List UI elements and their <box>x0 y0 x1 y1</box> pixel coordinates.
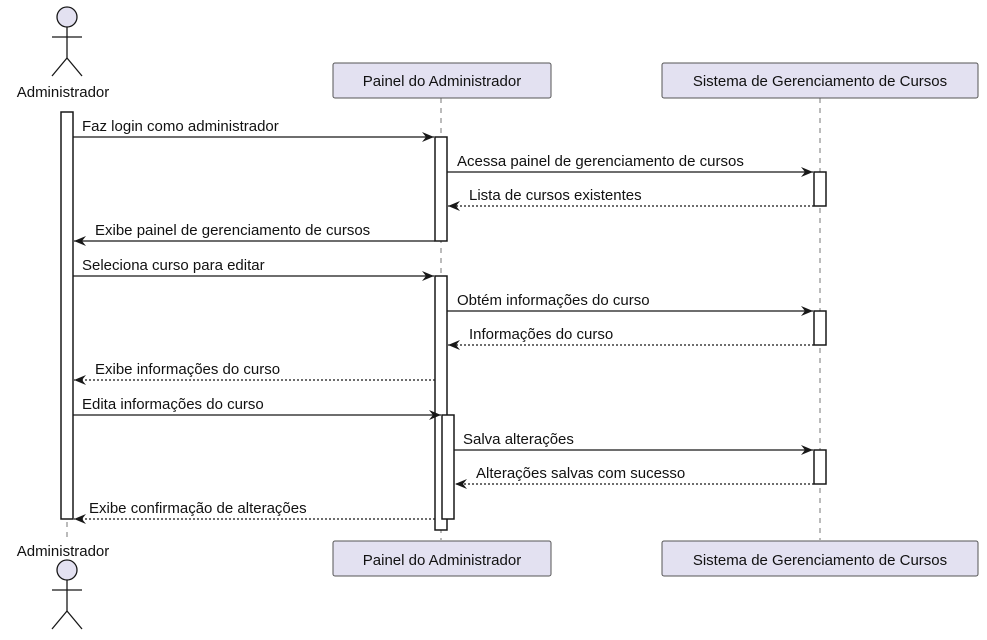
message-label: Informações do curso <box>469 326 613 343</box>
arrowhead-icon <box>455 479 467 489</box>
participant-panel-bottom: Painel do Administrador <box>332 540 552 577</box>
participant-panel-label: Painel do Administrador <box>363 552 521 569</box>
message-label: Salva alterações <box>463 431 574 448</box>
activation-system-3 <box>813 449 827 485</box>
actor-label-bottom: Administrador <box>17 543 110 560</box>
arrowhead-icon <box>801 445 813 455</box>
arrowhead-icon <box>801 167 813 177</box>
activation-system-2 <box>813 310 827 346</box>
message-label: Obtém informações do curso <box>457 292 650 309</box>
activation-system-1 <box>813 171 827 207</box>
arrowhead-icon <box>801 306 813 316</box>
participant-system-label: Sistema de Gerenciamento de Cursos <box>693 552 947 569</box>
participant-system-top: Sistema de Gerenciamento de Cursos <box>661 62 979 99</box>
actor-head-icon <box>56 559 78 581</box>
arrowhead-icon <box>422 132 434 142</box>
actor-bottom: Administrador <box>17 543 110 630</box>
message-label: Acessa painel de gerenciamento de cursos <box>457 153 744 170</box>
message-8: Exibe informações do curso <box>74 361 435 385</box>
arrowhead-icon <box>74 375 86 385</box>
message-12: Exibe confirmação de alterações <box>74 500 435 524</box>
activation-panel-3 <box>441 414 455 520</box>
message-label: Lista de cursos existentes <box>469 187 642 204</box>
message-label: Exibe informações do curso <box>95 361 280 378</box>
message-3: Lista de cursos existentes <box>448 187 814 211</box>
message-9: Edita informações do curso <box>73 396 441 420</box>
message-label: Seleciona curso para editar <box>82 257 265 274</box>
message-5: Seleciona curso para editar <box>73 257 434 281</box>
actor-head-icon <box>56 6 78 28</box>
message-label: Exibe confirmação de alterações <box>89 500 307 517</box>
arrowhead-icon <box>448 340 460 350</box>
message-2: Acessa painel de gerenciamento de cursos <box>447 153 813 177</box>
message-10: Salva alterações <box>454 431 813 455</box>
activation-actor <box>60 111 74 520</box>
participant-panel-top: Painel do Administrador <box>332 62 552 99</box>
actor-label-top: Administrador <box>17 84 110 101</box>
arrowhead-icon <box>422 271 434 281</box>
message-label: Edita informações do curso <box>82 396 264 413</box>
participant-system-label: Sistema de Gerenciamento de Cursos <box>693 73 947 90</box>
arrowhead-icon <box>448 201 460 211</box>
participant-system-bottom: Sistema de Gerenciamento de Cursos <box>661 540 979 577</box>
message-6: Obtém informações do curso <box>447 292 813 316</box>
arrowhead-icon <box>429 410 441 420</box>
message-label: Faz login como administrador <box>82 118 279 135</box>
message-label: Alterações salvas com sucesso <box>476 465 685 482</box>
activation-panel-1 <box>434 136 448 242</box>
message-7: Informações do curso <box>448 326 814 350</box>
message-label: Exibe painel de gerenciamento de cursos <box>95 222 370 239</box>
participant-panel-label: Painel do Administrador <box>363 73 521 90</box>
message-11: Alterações salvas com sucesso <box>455 465 814 489</box>
message-4: Exibe painel de gerenciamento de cursos <box>74 222 435 246</box>
arrowhead-icon <box>74 236 86 246</box>
message-1: Faz login como administrador <box>73 118 434 142</box>
actor-top: Administrador <box>17 6 110 101</box>
arrowhead-icon <box>74 514 86 524</box>
